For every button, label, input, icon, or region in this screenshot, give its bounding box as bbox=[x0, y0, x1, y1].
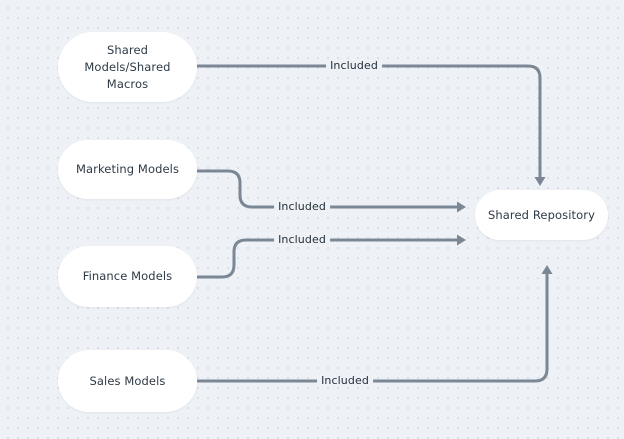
edge-arrowhead bbox=[457, 234, 466, 246]
edge-path bbox=[196, 169, 460, 209]
edge-label-marketing-models: Included bbox=[274, 201, 330, 213]
edge-arrowhead bbox=[541, 265, 553, 274]
node-shared-repository[interactable]: Shared Repository bbox=[475, 190, 608, 240]
edge-path bbox=[196, 64, 542, 180]
edge-label-shared-models: Included bbox=[326, 60, 382, 72]
node-label: Shared Repository bbox=[488, 207, 595, 222]
node-sales-models[interactable]: Sales Models bbox=[58, 350, 197, 412]
node-shared-models-shared-macros[interactable]: Shared Models/Shared Macros bbox=[58, 32, 197, 102]
edge-arrowhead bbox=[534, 177, 546, 186]
node-marketing-models[interactable]: Marketing Models bbox=[58, 140, 197, 199]
edge-label-sales-models: Included bbox=[317, 375, 373, 387]
edge-path bbox=[196, 271, 549, 383]
node-finance-models[interactable]: Finance Models bbox=[58, 246, 197, 307]
node-label: Sales Models bbox=[89, 373, 166, 388]
edge-arrowhead bbox=[457, 201, 466, 213]
node-label: Finance Models bbox=[82, 269, 173, 283]
edge-label-finance-models: Included bbox=[274, 234, 330, 246]
node-label: Shared Models/Shared Macros bbox=[84, 42, 171, 91]
edge-path bbox=[196, 238, 460, 279]
node-label: Marketing Models bbox=[75, 162, 180, 176]
